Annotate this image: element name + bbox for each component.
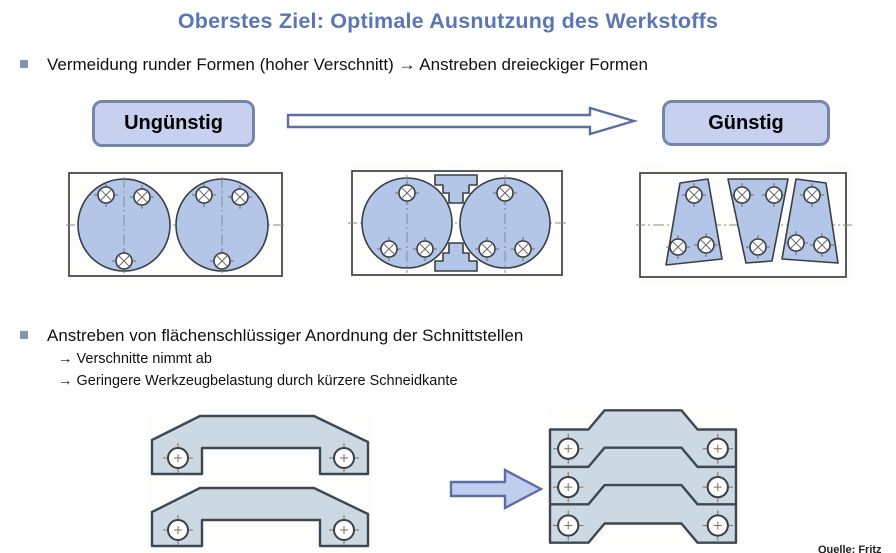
bullet-square-icon: [20, 331, 28, 339]
diagram-separate-bracket-blanks: [148, 410, 372, 550]
cut-line: [550, 446, 736, 469]
bullet-2-subline-1: → Verschnitte nimmt ab: [58, 351, 212, 367]
label-unguenstig-text: Ungünstig: [124, 112, 223, 134]
cut-line: [550, 483, 736, 506]
label-unguenstig: Ungünstig: [92, 100, 255, 147]
label-guenstig-text: Günstig: [708, 111, 784, 134]
diagram-strip-round-blanks-with-t-slugs: [348, 165, 566, 281]
bullet-2-subline-2: → Geringere Werkzeugbelastung durch kürz…: [58, 373, 458, 389]
bracket-blank: [150, 486, 370, 548]
source-note: Quelle: Fritz: [818, 544, 882, 553]
diagram-strip-two-round-blanks: [66, 167, 286, 281]
bullet-item-1: Vermeidung runder Formen (hoher Verschni…: [20, 54, 648, 75]
diagram-strip-three-trapezoid-blanks: [636, 165, 852, 285]
bullet-1-text: Vermeidung runder Formen (hoher Verschni…: [47, 55, 648, 74]
nested-blank-outline: [548, 409, 738, 544]
bullet-2-text: Anstreben von flächenschlüssiger Anordnu…: [47, 326, 524, 345]
t-slug-top: [434, 174, 478, 204]
bullet-square-icon: [20, 60, 28, 68]
hollow-right-arrow-icon: [286, 106, 638, 136]
diagram-nested-bracket-blanks: [548, 408, 738, 545]
filled-right-arrow-icon: [449, 468, 544, 510]
t-slug-bottom: [434, 242, 478, 272]
bracket-blank: [150, 414, 370, 476]
label-guenstig: Günstig: [662, 100, 830, 146]
bullet-item-2: Anstreben von flächenschlüssiger Anordnu…: [20, 325, 523, 346]
page-title: Oberstes Ziel: Optimale Ausnutzung des W…: [177, 9, 719, 33]
